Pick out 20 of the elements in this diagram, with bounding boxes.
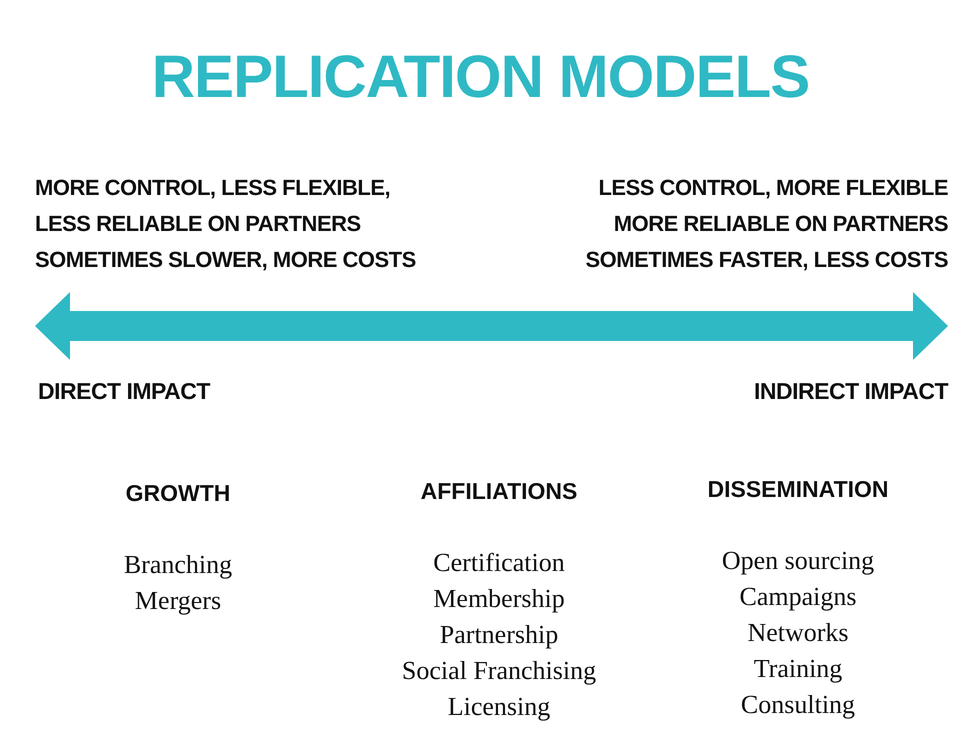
list-item: Branching (122, 550, 234, 580)
tradeoff-note: MORE CONTROL, LESS FLEXIBLE, LESS RELIABLE ON PARTNERS SOMETIMES SLOWER, MORE COSTS (35, 174, 417, 274)
list-item: Mergers (134, 586, 222, 616)
list-item: Training (752, 654, 844, 684)
column-heading: AFFILIATIONS (420, 478, 578, 505)
list-item: Certification (432, 548, 566, 578)
column-heading: DISSEMINATION (706, 476, 890, 503)
scale-end-label: INDIRECT IMPACT (754, 377, 948, 406)
scale-end-label: DIRECT IMPACT (38, 377, 210, 406)
tradeoff-note: LESS CONTROL, MORE FLEXIBLE MORE RELIABLE ON PARTNERS SOMETIMES FASTER, LESS COSTS (584, 174, 948, 274)
list-item: Campaigns (738, 582, 858, 612)
list-item: Consulting (740, 690, 856, 720)
title: REPLICATION MODELS (150, 42, 810, 111)
list-item: Social Franchising (400, 656, 598, 686)
list-item: Licensing (446, 692, 552, 722)
column-heading: GROWTH (124, 480, 232, 507)
list-item: Networks (746, 618, 850, 648)
list-item: Partnership (438, 620, 560, 650)
list-item: Open sourcing (720, 546, 876, 576)
list-item: Membership (432, 584, 566, 614)
